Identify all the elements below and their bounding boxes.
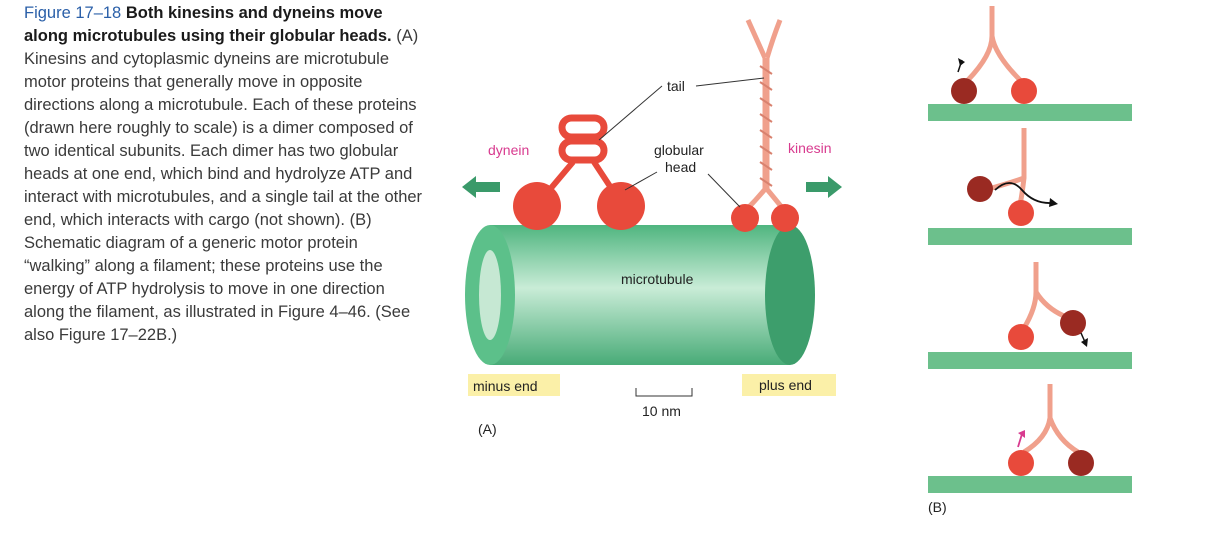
plus-end-label: plus end xyxy=(759,377,812,393)
scale-bar xyxy=(635,388,693,397)
globular-label: globular xyxy=(654,142,704,158)
kinesin xyxy=(731,18,799,232)
tail-leader-line xyxy=(598,85,663,141)
figure-title: Both kinesins and dyneins move along mic… xyxy=(24,4,392,45)
panel-a: microtubule t xyxy=(462,18,842,437)
filament-3 xyxy=(928,352,1132,369)
minus-end-highlight xyxy=(468,374,560,396)
microtubule xyxy=(465,225,815,365)
tail-leader-line-right xyxy=(695,77,765,87)
minus-end-label: minus end xyxy=(473,378,538,394)
filament-4 xyxy=(928,476,1132,493)
kinesin-label: kinesin xyxy=(788,140,832,156)
head-label: head xyxy=(665,159,696,175)
walking-step-2 xyxy=(967,128,1058,226)
globular-head-leader-right xyxy=(707,173,741,208)
walking-step-4 xyxy=(1008,384,1094,476)
caption-body: (A) Kinesins and cytoplasmic dyneins are… xyxy=(24,27,423,344)
scale-bar-label: 10 nm xyxy=(642,403,681,419)
panel-a-label: (A) xyxy=(478,421,497,437)
dynein-tail xyxy=(558,114,608,164)
walking-step-3 xyxy=(1008,262,1088,350)
filament-1 xyxy=(928,104,1132,121)
panel-b-label: (B) xyxy=(928,499,947,515)
dynein-label: dynein xyxy=(488,142,529,158)
figure-caption: Figure 17–18 Both kinesins and dyneins m… xyxy=(24,2,424,347)
microtubule-label: microtubule xyxy=(621,271,694,287)
tail-label: tail xyxy=(667,78,685,94)
panel-b: (B) xyxy=(928,6,1132,515)
figure-number: Figure 17–18 xyxy=(24,4,122,22)
kinesin-head-right xyxy=(771,204,799,232)
kinesin-direction-arrow xyxy=(806,176,842,198)
dynein-head-right xyxy=(597,182,645,230)
kinesin-head-left xyxy=(731,204,759,232)
globular-head-leader-left xyxy=(624,171,658,191)
filament-2 xyxy=(928,228,1132,245)
dynein-head-left xyxy=(513,182,561,230)
walking-step-1 xyxy=(951,6,1037,104)
plus-end-highlight xyxy=(742,374,836,396)
dynein-direction-arrow xyxy=(462,176,500,198)
